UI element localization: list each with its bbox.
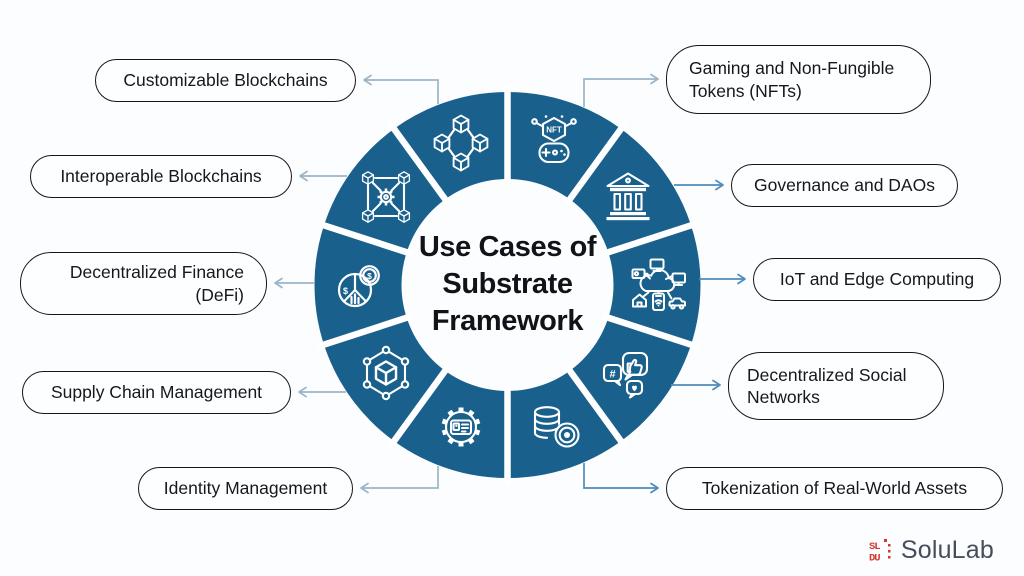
- diagram-title: Use Cases of Substrate Framework: [387, 229, 628, 340]
- arrow-gaming-nfts: [583, 73, 659, 107]
- use-case-pill-iot-edge-computing: IoT and Edge Computing: [753, 258, 1001, 301]
- use-case-pill-tokenization: Tokenization of Real-World Assets: [666, 467, 1003, 510]
- use-case-label: IoT and Edge Computing: [779, 269, 975, 290]
- logo-brand-text: SoluLab: [900, 536, 994, 564]
- ring-divider: [316, 312, 414, 350]
- logo-mark-top: SL: [869, 541, 880, 553]
- use-case-label: Gaming and Non-Fungible Tokens (NFTs): [689, 58, 895, 101]
- title-line-3: Framework: [431, 305, 584, 337]
- use-case-pill-interoperable-blockchains: Interoperable Blockchains: [30, 155, 292, 198]
- ring-divider: [563, 363, 628, 449]
- use-case-pill-social-networks: Decentralized Social Networks: [728, 352, 944, 420]
- use-case-pill-supply-chain-management: Supply Chain Management: [22, 371, 291, 414]
- use-case-pill-gaming-nfts: Gaming and Non-Fungible Tokens (NFTs): [666, 45, 931, 114]
- ring-divider: [387, 121, 452, 207]
- arrow-customizable-blockchains: [363, 74, 439, 104]
- logo-mark-dot: [883, 538, 887, 542]
- arrow-identity-management: [360, 466, 439, 494]
- logo-mark-dot: [887, 555, 891, 558]
- ring-dividers: [316, 85, 699, 485]
- logo-mark-bottom: DU: [869, 552, 880, 564]
- use-case-label: Customizable Blockchains: [123, 70, 328, 91]
- use-case-pill-decentralized-finance: Decentralized Finance (DeFi): [20, 252, 267, 315]
- ring-divider: [387, 363, 452, 449]
- use-case-pill-identity-management: Identity Management: [138, 467, 353, 510]
- ring-divider: [601, 220, 699, 258]
- use-case-label: Interoperable Blockchains: [60, 166, 262, 187]
- ring-divider: [563, 121, 628, 207]
- solulab-logo-mark: SL DU: [869, 538, 891, 564]
- ring-divider: [316, 220, 414, 258]
- solulab-logo: SL DU SoluLab: [868, 536, 994, 565]
- use-case-label: Decentralized Finance (DeFi): [69, 262, 244, 305]
- title-line-1: Use Cases of: [418, 231, 597, 263]
- arrow-tokenization: [583, 463, 659, 494]
- connector-arrows: [274, 73, 746, 494]
- use-case-label: Supply Chain Management: [50, 382, 263, 403]
- logo-mark-dot: [887, 543, 891, 546]
- use-case-label: Identity Management: [163, 478, 328, 499]
- use-case-label: Tokenization of Real-World Assets: [701, 478, 968, 499]
- use-case-label: Governance and DAOs: [754, 175, 935, 196]
- use-case-pill-governance-daos: Governance and DAOs: [731, 164, 958, 207]
- use-case-label: Decentralized Social Networks: [747, 364, 907, 407]
- use-case-pill-customizable-blockchains: Customizable Blockchains: [95, 59, 356, 102]
- title-line-2: Substrate: [442, 268, 573, 300]
- logo-mark-dot: [887, 549, 891, 552]
- ring-divider: [601, 312, 699, 350]
